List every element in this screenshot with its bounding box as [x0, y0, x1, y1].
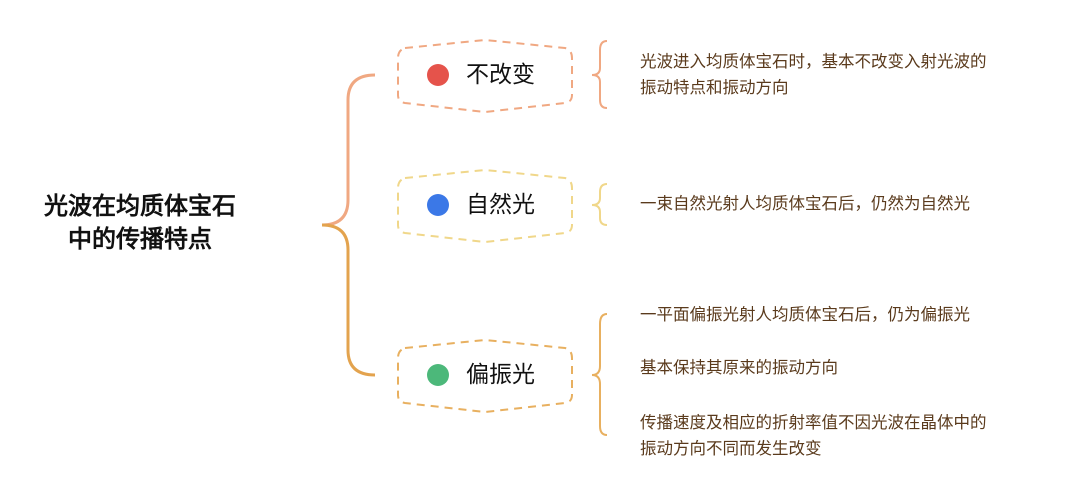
detail-3-line-4: 振动方向不同而发生改变: [640, 439, 822, 458]
dot-icon-blue: [427, 194, 449, 216]
node-box-1: [397, 38, 573, 114]
node-label-1[interactable]: 不改变: [466, 62, 535, 88]
dot-icon-green: [427, 364, 449, 386]
detail-bracket-3: [591, 313, 608, 436]
root-topic[interactable]: 光波在均质体宝石 中的传播特点: [20, 190, 260, 256]
main-bracket-top: [321, 73, 376, 227]
node-label-2[interactable]: 自然光: [466, 192, 535, 218]
detail-2-line-1: 一束自然光射人均质体宝石后，仍然为自然光: [640, 194, 970, 213]
detail-1-line-2: 振动特点和振动方向: [640, 78, 789, 97]
detail-bracket-2: [591, 183, 608, 226]
detail-1-line-1: 光波进入均质体宝石时，基本不改变入射光波的: [640, 52, 987, 71]
root-line-2: 中的传播特点: [68, 225, 212, 253]
detail-3-line-2: 基本保持其原来的振动方向: [640, 358, 838, 377]
detail-3-line-1: 一平面偏振光射人均质体宝石后，仍为偏振光: [640, 305, 970, 324]
root-line-1: 光波在均质体宝石: [44, 192, 236, 220]
node-box-2: [397, 168, 573, 244]
main-bracket-bottom: [321, 223, 376, 377]
detail-3-line-3: 传播速度及相应的折射率值不因光波在晶体中的: [640, 413, 987, 432]
dot-icon-red: [427, 64, 449, 86]
node-label-3[interactable]: 偏振光: [466, 362, 535, 388]
node-box-3: [397, 338, 573, 414]
detail-bracket-1: [591, 40, 608, 109]
